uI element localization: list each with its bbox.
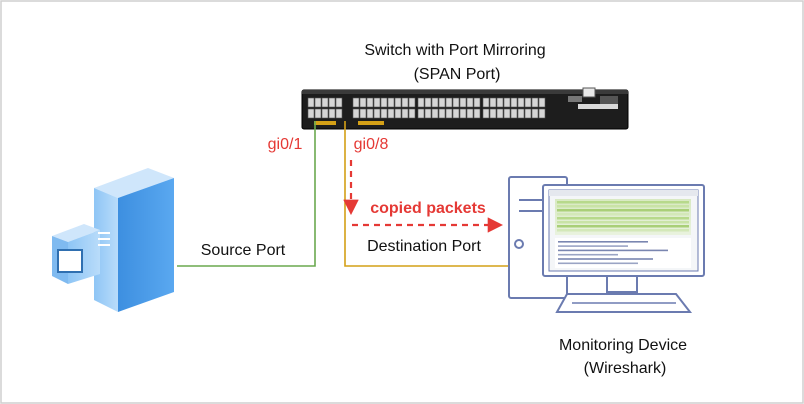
source-port-indicator — [314, 121, 336, 125]
switch-port-slot — [431, 97, 439, 108]
switch-port-slot — [352, 97, 360, 108]
source-port-label: Source Port — [201, 242, 286, 259]
switch-port-slot — [466, 97, 474, 108]
packet-detail-rows — [558, 241, 668, 265]
switch-port-slot — [510, 97, 518, 108]
copied-packets-label: copied packets — [370, 200, 486, 217]
switch-port-slot — [387, 97, 395, 108]
switch-port-slot — [417, 108, 425, 119]
switch-port-slot — [408, 108, 416, 119]
switch-port-slot — [459, 108, 467, 119]
network-switch-icon — [301, 87, 629, 130]
switch-port-slot — [510, 108, 518, 119]
switch-port-slot — [503, 97, 511, 108]
switch-port-slot — [459, 97, 467, 108]
switch-port-slot — [517, 108, 525, 119]
switch-port-slot — [366, 108, 374, 119]
switch-port-slot — [380, 97, 388, 108]
switch-port-slot — [503, 108, 511, 119]
switch-port-slot — [531, 108, 539, 119]
switch-port-slot — [401, 97, 409, 108]
switch-port-slot — [373, 108, 381, 119]
switch-port-slot — [408, 97, 416, 108]
monitoring-device-sublabel: (Wireshark) — [584, 360, 667, 377]
server-icon — [52, 168, 174, 312]
switch-port-slot — [314, 108, 322, 119]
switch-port-slot — [517, 97, 525, 108]
destination-port-link — [344, 121, 512, 267]
packet-list-row — [557, 213, 689, 216]
switch-port-slot — [531, 97, 539, 108]
source-port-link — [177, 121, 316, 267]
switch-port-slot — [394, 108, 402, 119]
packet-list-row — [557, 229, 689, 232]
switch-port-slot — [489, 108, 497, 119]
switch-port-slot — [314, 97, 322, 108]
switch-port-slot — [359, 97, 367, 108]
switch-port-slot — [496, 108, 504, 119]
switch-port-slot — [359, 108, 367, 119]
switch-port-slot — [328, 108, 336, 119]
switch-port-panel — [307, 97, 546, 119]
switch-port-slot — [538, 108, 546, 119]
switch-port-slot — [445, 108, 453, 119]
switch-port-slot — [538, 97, 546, 108]
switch-port-slot — [473, 108, 481, 119]
packet-detail-row — [558, 262, 638, 265]
switch-port-slot — [366, 97, 374, 108]
switch-title: Switch with Port Mirroring — [364, 42, 545, 59]
switch-port-slot — [335, 97, 343, 108]
switch-port-slot — [328, 97, 336, 108]
monitoring-device-label: Monitoring Device — [559, 337, 687, 354]
packet-detail-row — [558, 253, 618, 256]
switch-port-slot — [466, 108, 474, 119]
switch-port-slot — [489, 97, 497, 108]
switch-port-slot — [431, 108, 439, 119]
switch-subtitle: (SPAN Port) — [414, 66, 501, 83]
switch-port-slot — [321, 97, 329, 108]
switch-port-slot — [496, 97, 504, 108]
packet-list-row — [557, 217, 689, 220]
switch-port-slot — [438, 108, 446, 119]
switch-port-slot — [387, 108, 395, 119]
switch-port-slot — [452, 108, 460, 119]
switch-port-slot — [445, 97, 453, 108]
switch-port-slot — [424, 108, 432, 119]
packet-detail-row — [558, 258, 653, 260]
packet-list-row — [557, 201, 689, 204]
source-port-id: gi0/1 — [268, 136, 303, 153]
switch-port-slot — [380, 108, 388, 119]
packet-list-row — [557, 209, 689, 212]
switch-port-slot — [335, 108, 343, 119]
switch-port-slot — [482, 108, 490, 119]
switch-port-slot — [524, 97, 532, 108]
packet-detail-row — [558, 245, 628, 247]
packet-list-rows — [557, 201, 689, 232]
switch-port-slot — [373, 97, 381, 108]
packet-list-row — [557, 225, 689, 228]
switch-port-slot — [401, 108, 409, 119]
packet-detail-row — [558, 249, 668, 252]
switch-port-slot — [438, 97, 446, 108]
destination-port-id: gi0/8 — [354, 136, 389, 153]
switch-port-slot — [473, 97, 481, 108]
destination-port-label: Destination Port — [367, 238, 481, 255]
packet-detail-row — [558, 241, 648, 243]
switch-port-slot — [352, 108, 360, 119]
packet-list-row — [557, 221, 689, 224]
switch-port-slot — [424, 97, 432, 108]
switch-port-slot — [307, 97, 315, 108]
switch-port-slot — [482, 97, 490, 108]
switch-port-slot — [452, 97, 460, 108]
destination-port-indicator — [358, 121, 384, 125]
packet-list-row — [557, 205, 689, 208]
switch-port-slot — [321, 108, 329, 119]
switch-port-slot — [417, 97, 425, 108]
monitoring-computer-icon — [508, 176, 705, 313]
switch-port-slot — [524, 108, 532, 119]
switch-port-slot — [307, 108, 315, 119]
switch-port-slot — [394, 97, 402, 108]
